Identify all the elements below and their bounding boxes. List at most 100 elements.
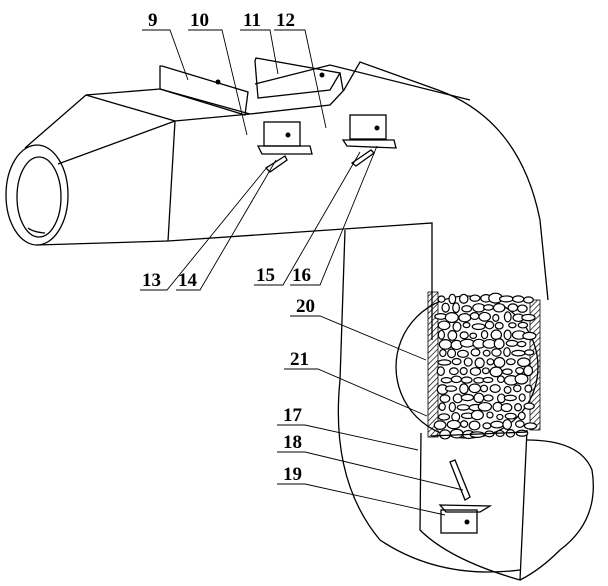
- pebble: [489, 384, 501, 393]
- pebble: [463, 357, 473, 367]
- pebble: [483, 304, 494, 311]
- pebble: [459, 331, 469, 340]
- label-11: 11: [243, 10, 261, 31]
- filter-media-pebbles: [433, 292, 538, 440]
- label-10: 10: [190, 10, 209, 31]
- pebble: [491, 348, 502, 357]
- pebble: [474, 357, 485, 369]
- pebble: [481, 367, 490, 375]
- sensor-12: [341, 114, 397, 167]
- pebble: [459, 367, 468, 376]
- label-16: 16: [292, 265, 311, 286]
- pebble: [515, 366, 525, 375]
- pebble: [523, 365, 534, 377]
- pebble: [500, 403, 513, 413]
- inlet-ring: [5, 144, 69, 246]
- pebble: [473, 392, 485, 404]
- pebble: [503, 329, 512, 341]
- pebble: [505, 358, 516, 366]
- pebble: [469, 294, 481, 302]
- pebble: [496, 375, 505, 384]
- label-20: 20: [296, 296, 315, 317]
- pebble: [493, 356, 506, 368]
- pebble: [470, 409, 484, 421]
- pebble: [439, 394, 451, 404]
- label-19: 19: [283, 464, 302, 485]
- pebble: [447, 330, 458, 341]
- pebble: [482, 422, 492, 430]
- pebble: [468, 383, 482, 394]
- sensor-10: [256, 121, 313, 173]
- pebble: [452, 393, 463, 404]
- horizontal-duct: [24, 61, 549, 573]
- pebble: [517, 321, 529, 329]
- pebble: [447, 348, 457, 359]
- pebble: [436, 366, 445, 377]
- pebble: [484, 320, 495, 330]
- pebble: [514, 420, 525, 428]
- label-12: 12: [276, 10, 295, 31]
- pebble: [515, 429, 529, 437]
- lower-elbow: [419, 429, 594, 581]
- pebble: [524, 349, 535, 356]
- pebble: [444, 312, 459, 324]
- pebble: [517, 411, 526, 421]
- pebble: [479, 384, 489, 393]
- label-18: 18: [283, 432, 302, 453]
- pebble: [523, 422, 538, 430]
- pebble: [516, 304, 528, 313]
- pebble: [456, 349, 469, 358]
- label-15: 15: [256, 265, 275, 286]
- pebble: [441, 302, 450, 313]
- pebble: [437, 413, 451, 421]
- pebble: [492, 303, 506, 313]
- pebble: [456, 404, 470, 411]
- label-9: 9: [148, 10, 158, 31]
- pebble: [483, 394, 494, 402]
- pebble: [438, 339, 453, 350]
- pebble: [448, 293, 457, 305]
- pebble: [524, 384, 533, 393]
- pebble: [503, 311, 512, 323]
- pebble: [459, 338, 475, 348]
- label-13: 13: [142, 270, 161, 291]
- pebble: [482, 349, 491, 357]
- mounting-plate-9: [159, 65, 249, 116]
- pebble: [439, 429, 451, 440]
- pebble: [494, 321, 504, 330]
- pebble: [469, 367, 482, 376]
- pebble: [452, 302, 460, 314]
- pebble: [493, 338, 505, 350]
- pebble: [511, 349, 526, 357]
- pebble: [498, 295, 514, 303]
- pebble: [461, 305, 473, 313]
- pebble: [477, 401, 493, 412]
- pebble: [490, 329, 503, 341]
- pebble: [433, 420, 447, 430]
- pebble: [503, 347, 511, 358]
- pebble: [489, 366, 503, 378]
- pebble: [437, 329, 446, 340]
- pebble: [496, 413, 504, 421]
- pebble: [514, 373, 529, 385]
- pebble: [516, 340, 527, 348]
- pebble: [448, 367, 459, 376]
- label-21: 21: [290, 349, 309, 370]
- pebble: [462, 321, 471, 329]
- pebble: [451, 357, 462, 366]
- pebble: [486, 411, 494, 419]
- pebble: [459, 293, 469, 304]
- pebble: [518, 393, 526, 402]
- pebble: [523, 296, 534, 304]
- sensor-19: [438, 459, 493, 534]
- pebble: [437, 320, 451, 331]
- pebble: [482, 376, 494, 384]
- pebble: [503, 385, 512, 394]
- pebble: [507, 303, 519, 312]
- pebble: [469, 332, 478, 340]
- pebble: [490, 420, 504, 429]
- pebble: [480, 330, 489, 340]
- pebble: [448, 402, 456, 413]
- pebble: [449, 428, 464, 439]
